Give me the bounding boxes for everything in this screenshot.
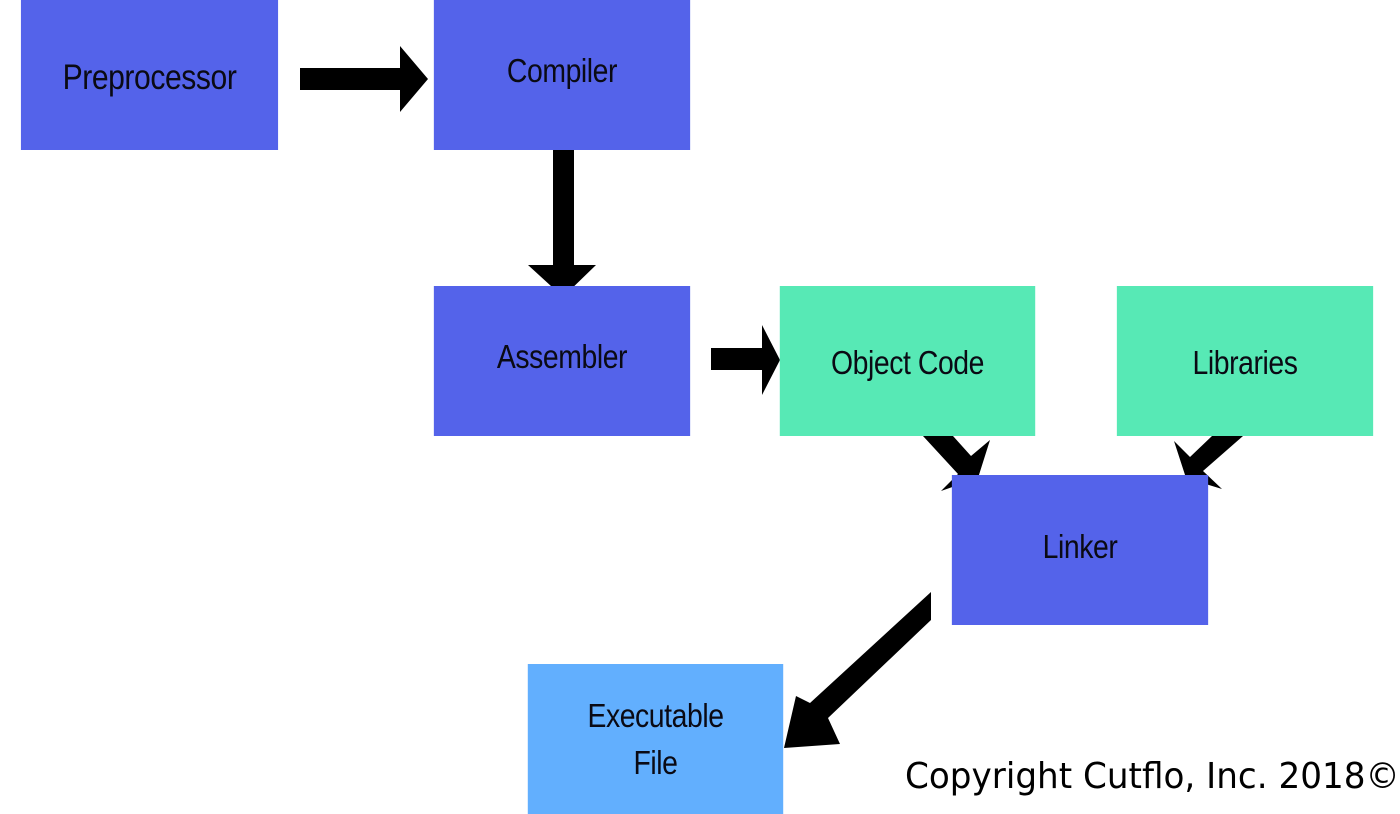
- copyright-notice: Copyright Cutflo, Inc. 2018©: [905, 756, 1400, 797]
- assembler-box: Assembler: [433, 286, 691, 436]
- compiler-box: Compiler: [433, 0, 691, 150]
- preprocessor-box: Preprocessor: [20, 0, 279, 150]
- executable-label-line2: File: [633, 744, 678, 781]
- compiler-label: Compiler: [506, 51, 618, 89]
- linker-label: Linker: [1042, 527, 1118, 565]
- arrow-assembler-to-object-code: [711, 325, 780, 395]
- linker-box: Linker: [951, 475, 1209, 625]
- libraries-box: Libraries: [1116, 286, 1374, 436]
- executable-file-box: Executable File: [527, 664, 784, 814]
- arrow-compiler-to-assembler: [528, 150, 596, 297]
- arrow-linker-to-executable: [784, 592, 931, 748]
- object-code-box: Object Code: [779, 286, 1036, 436]
- object-code-label: Object Code: [830, 343, 985, 381]
- arrow-preprocessor-to-compiler: [300, 46, 428, 112]
- executable-label-line1: Executable: [587, 697, 724, 734]
- libraries-label: Libraries: [1192, 343, 1298, 381]
- preprocessor-label: Preprocessor: [62, 57, 237, 97]
- assembler-label: Assembler: [496, 337, 628, 375]
